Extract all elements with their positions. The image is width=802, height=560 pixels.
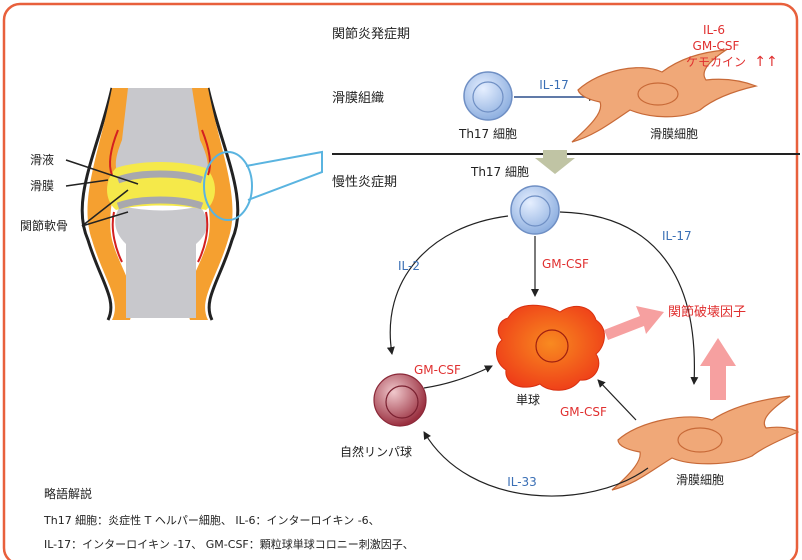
pink-arrow-monocyte — [604, 306, 664, 340]
onset-tissue-label: 滑膜組織 — [332, 91, 384, 106]
upreg-arrows: ↑↑ — [754, 54, 777, 70]
gmcsf-center-label: GM-CSF — [542, 257, 589, 271]
label-synovium: 滑膜 — [30, 179, 54, 193]
label-synovial-fluid: 滑液 — [30, 152, 54, 167]
legend-title: 略語解説 — [44, 486, 92, 501]
synovial-label-chronic: 滑膜細胞 — [676, 473, 724, 487]
il2-arrow — [390, 216, 508, 354]
chronic-section-title: 慢性炎症期 — [332, 174, 397, 190]
th17-cell-onset — [464, 72, 512, 120]
nk-label: 自然リンパ球 — [340, 444, 412, 459]
lower-bone — [115, 206, 207, 318]
il33-label: IL-33 — [507, 475, 537, 489]
upreg-chemokine: ケモカイン — [686, 55, 746, 69]
legend-line2: IL-17：インターロイキン -17、 GM-CSF：顆粒球単球コロニー刺激因子… — [44, 537, 414, 551]
il17-label-chronic: IL-17 — [662, 229, 692, 243]
destruction-factor-label: 関節破壊因子 — [668, 305, 746, 320]
il2-label: IL-2 — [398, 259, 420, 273]
legend-line1: Th17 細胞：炎症性 T ヘルパー細胞、 IL-6：インターロイキン -6、 — [43, 513, 380, 527]
onset-section-title: 関節炎発症期 — [332, 27, 410, 42]
th17-label-onset: Th17 細胞 — [458, 127, 517, 141]
monocyte-cell — [496, 305, 604, 390]
upreg-gmcsf: GM-CSF — [693, 39, 740, 53]
monocyte-label: 単球 — [516, 393, 540, 407]
zoom-cone — [246, 152, 322, 200]
upreg-il6: IL-6 — [703, 23, 725, 37]
label-cartilage: 関節軟骨 — [20, 218, 68, 233]
gmcsf-nk-label: GM-CSF — [414, 363, 461, 377]
th17-cell-chronic — [511, 186, 559, 234]
synovial-label-onset: 滑膜細胞 — [650, 127, 698, 141]
joint-illustration — [66, 88, 322, 320]
il17-label-onset: IL-17 — [539, 78, 569, 92]
gmcsf-synovial-label: GM-CSF — [560, 405, 607, 419]
th17-label-chronic: Th17 細胞 — [470, 165, 529, 179]
pink-arrow-synovial — [700, 338, 736, 400]
